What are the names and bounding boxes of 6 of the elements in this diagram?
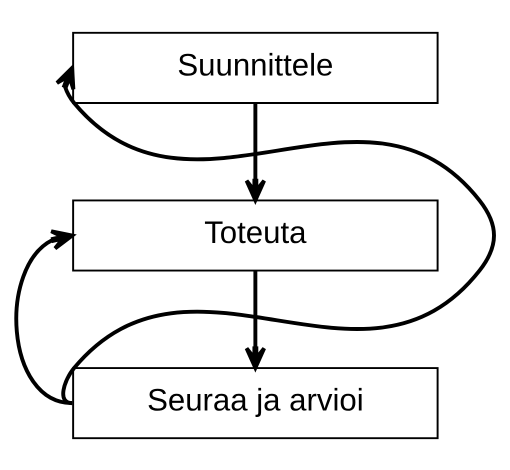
arrow — [14, 228, 74, 405]
node-box: Seuraa ja arvioi — [72, 366, 439, 439]
node-box: Suunnittele — [72, 31, 439, 104]
node-box: Toteuta — [72, 198, 439, 272]
arrow — [244, 270, 266, 370]
arrow — [244, 103, 266, 202]
